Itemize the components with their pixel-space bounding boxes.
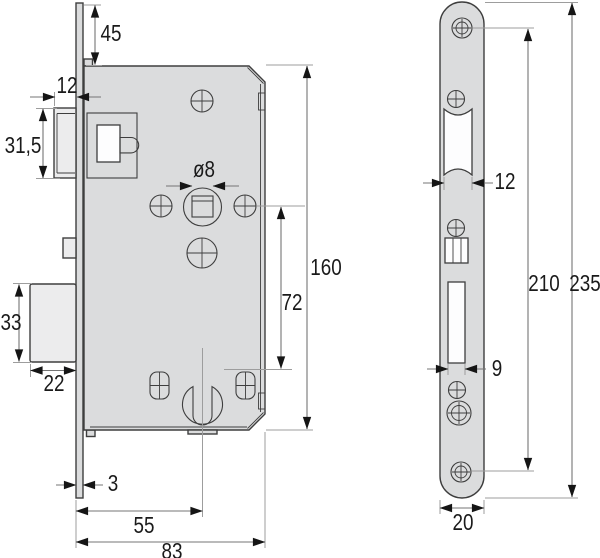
dim-label-22: 22: [44, 371, 65, 396]
bottom-fixing-tab: [85, 429, 96, 438]
dim-83: 83: [75, 432, 266, 558]
dim-160: 160: [266, 64, 342, 431]
auxiliary-bolt: [62, 237, 77, 259]
latch-housing-window: [96, 124, 121, 163]
dim-45: 45: [84, 4, 122, 66]
dim-9: 9: [427, 356, 502, 382]
dim-label-12-latch: 12: [57, 73, 78, 98]
dim-33: 33: [1, 283, 32, 363]
dim-label-210: 210: [528, 271, 559, 296]
top-fixing-tab: [83, 58, 94, 67]
dim-label-45: 45: [101, 21, 122, 46]
right-edge-notch-top: [258, 92, 266, 111]
dim-dia8: ø8: [166, 157, 239, 191]
screw-hole-top: [190, 89, 214, 113]
deadbolt: [29, 283, 77, 363]
dim-label-dia8: ø8: [193, 157, 215, 182]
dim-label-3: 3: [108, 471, 118, 496]
faceplate-screw-4: [447, 380, 467, 400]
ext-line: [36, 108, 60, 179]
lock-case-view: [29, 2, 266, 499]
dim-210: 210: [472, 27, 560, 472]
lock-case-body: [83, 65, 266, 431]
ext-line: [266, 64, 313, 431]
latch-opening: [443, 107, 473, 177]
ext-line: [485, 2, 578, 499]
dim-label-83: 83: [162, 539, 183, 558]
latch-bolt-bevel-lines: [56, 113, 75, 174]
dim-label-31-5: 31,5: [5, 133, 42, 158]
spindle-square-hole: [191, 195, 214, 218]
auxiliary-bolt-window: [444, 237, 469, 264]
deadbolt-slot: [447, 281, 466, 364]
faceplate-screw-2: [446, 89, 466, 109]
latch-spring-tab: [119, 136, 140, 154]
side-hole-left: [149, 194, 173, 218]
latch-bolt: [53, 107, 77, 179]
dim-3: 3: [56, 471, 118, 497]
dim-label-160: 160: [310, 255, 341, 280]
right-edge-notch-bottom: [258, 392, 266, 410]
dim-label-20: 20: [453, 510, 474, 535]
dim-31-5: 31,5: [5, 108, 60, 179]
dim-235: 235: [485, 2, 600, 499]
screw-hole-middle: [186, 237, 218, 269]
faceplate-screw-5: [446, 400, 472, 426]
faceplate-view: [439, 1, 485, 499]
faceplate-screw-top: [451, 17, 473, 39]
ext-line: [472, 27, 534, 472]
dim-12-plate: 12: [423, 169, 516, 195]
side-hole-right: [233, 194, 257, 218]
dim-label-9: 9: [492, 356, 502, 381]
dim-label-55: 55: [134, 513, 155, 538]
chamfer-inner-lines: [247, 67, 264, 429]
spindle-follower: [182, 187, 223, 227]
dim-72: 72: [224, 205, 305, 370]
latch-housing: [86, 112, 138, 179]
dim-label-72: 72: [282, 290, 303, 315]
faceplate-screw-3: [446, 218, 466, 238]
dim-label-33: 33: [1, 310, 22, 335]
dim-label-235: 235: [569, 271, 600, 296]
fixing-slot-right: [235, 371, 256, 400]
faceplate-screw-bottom: [450, 461, 472, 483]
dim-label-12-plate: 12: [495, 169, 516, 194]
ext-line: [13, 283, 32, 363]
dim-20: 20: [439, 500, 485, 536]
dim-12-latch: 12: [30, 73, 101, 106]
dim-22: 22: [30, 364, 77, 397]
fixing-slot-left: [149, 371, 170, 400]
dim-55: 55: [75, 348, 203, 548]
